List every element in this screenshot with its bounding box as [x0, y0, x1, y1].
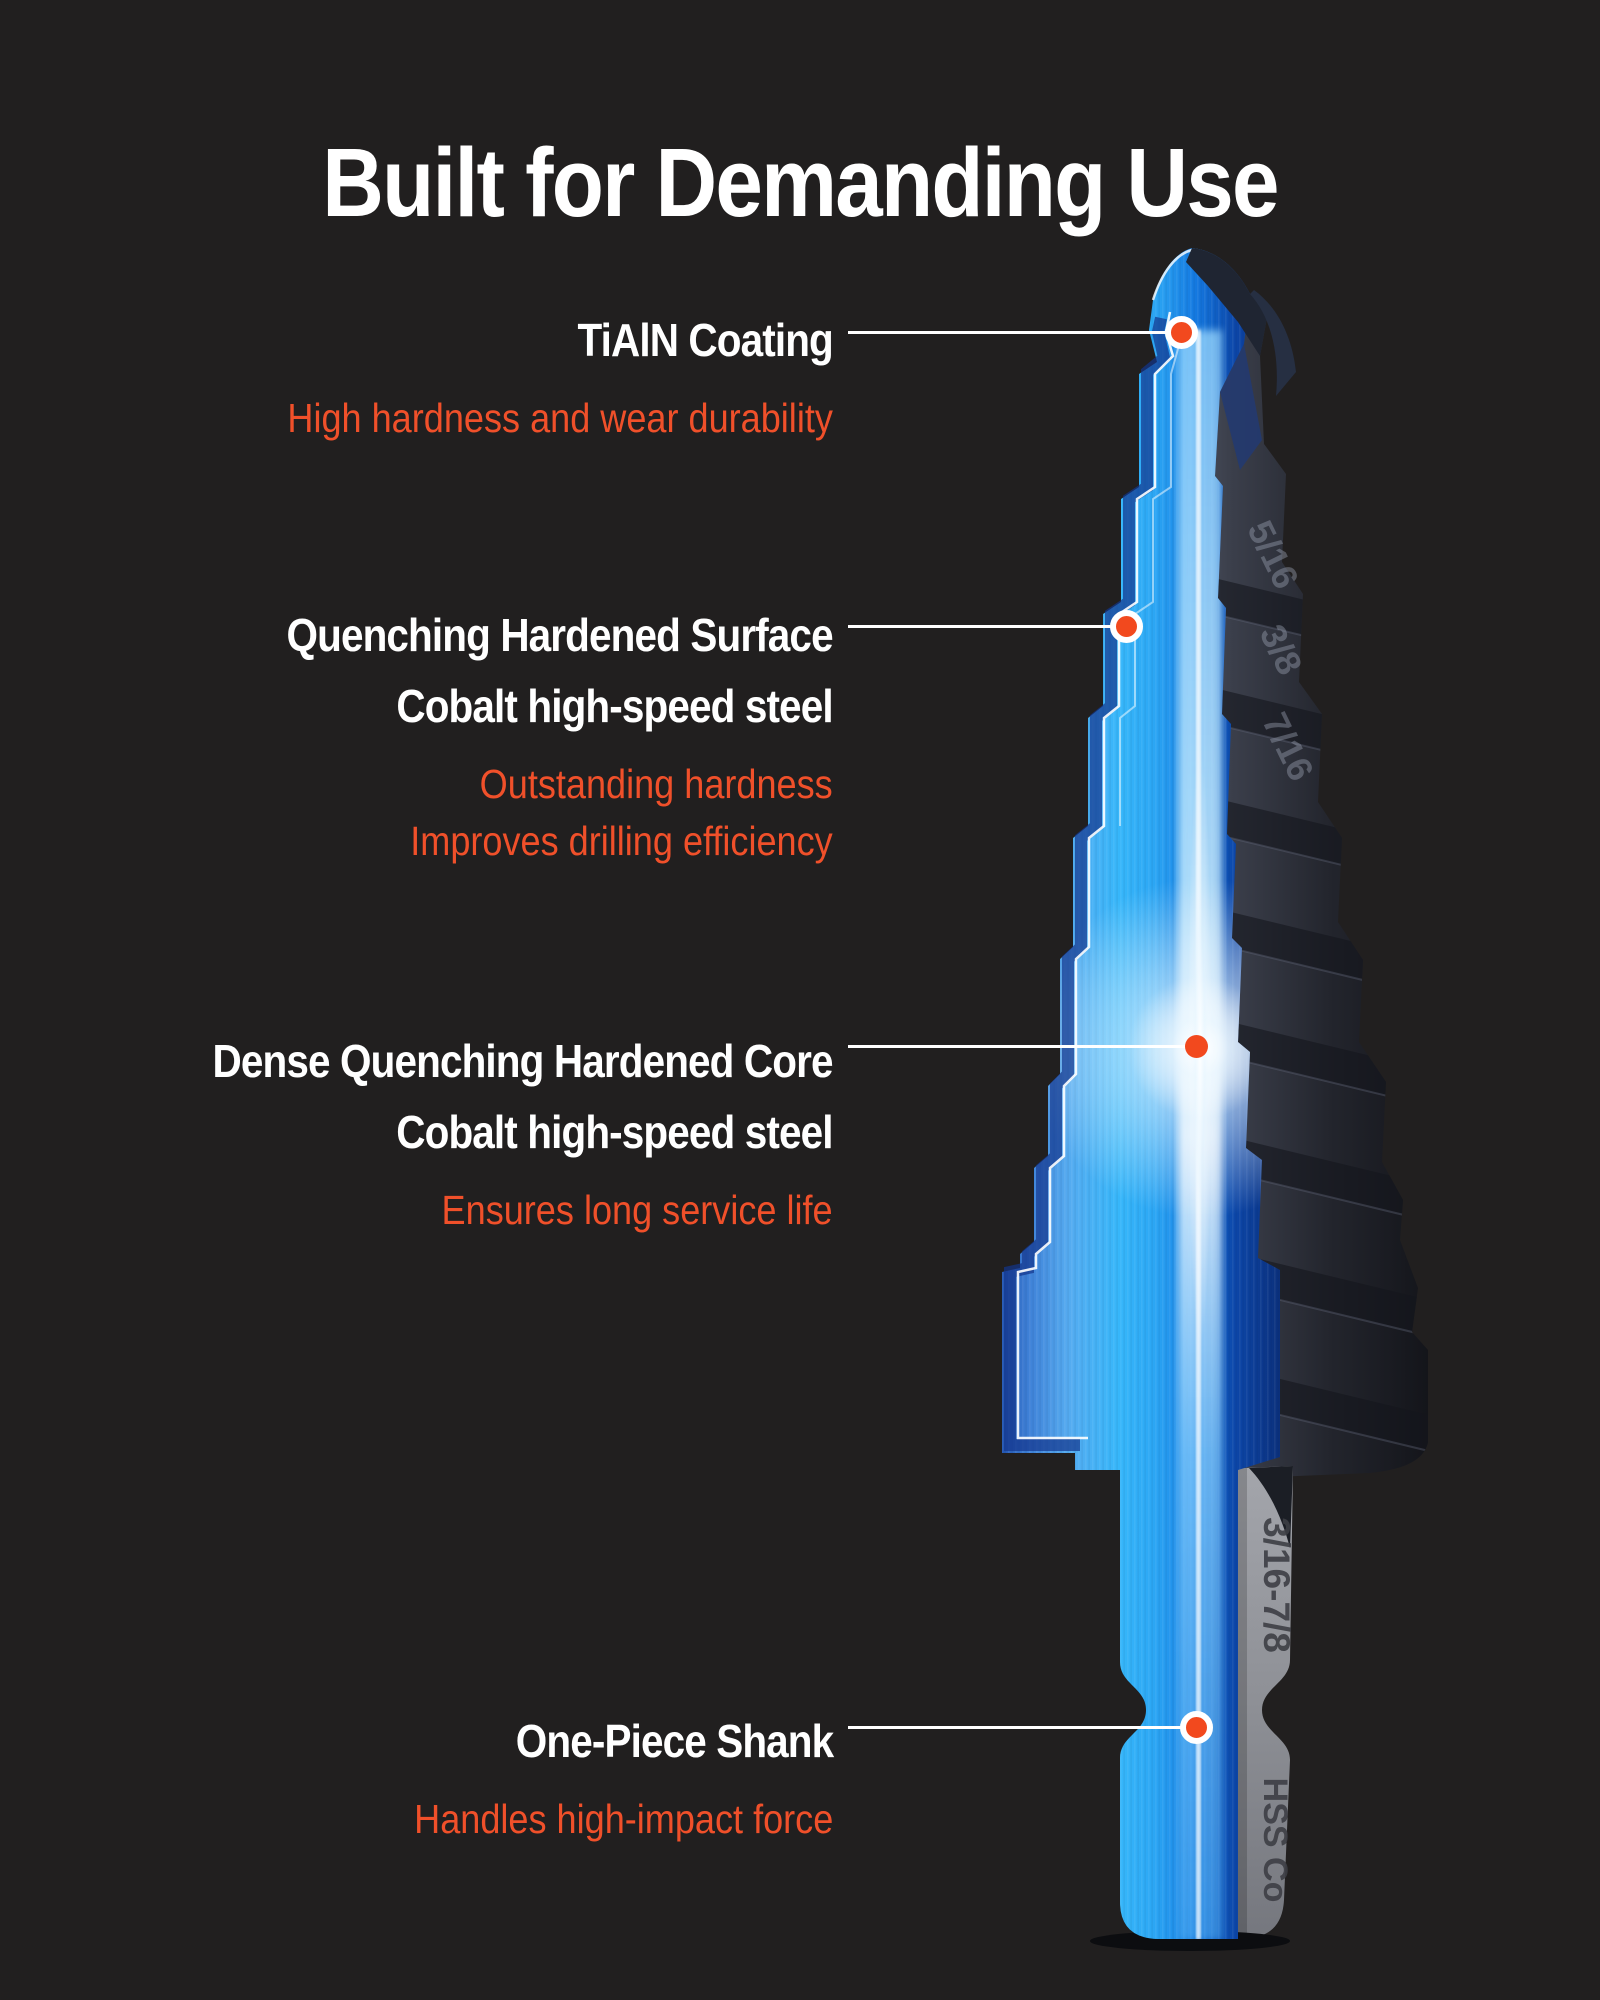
callout-quenching-hardened-surface: Quenching Hardened Surface Cobalt high-s… [286, 600, 834, 870]
callout-marker-dot [1165, 316, 1198, 349]
callout-leader-line [848, 625, 1114, 628]
callout-subtitle: High hardness and wear durability [287, 395, 833, 441]
callout-marker-dot [1185, 1035, 1208, 1058]
drill-tip [1186, 248, 1296, 470]
callout-subtitle: Improves drilling efficiency [410, 818, 833, 864]
callout-leader-line [848, 1045, 1186, 1048]
callout-leader-line [848, 1726, 1182, 1729]
drill-shank: 3/16-7/8 HSS Co [1090, 1466, 1297, 1951]
callout-title: Dense Quenching Hardened Core [212, 1035, 834, 1087]
callout-subtitle: Handles high-impact force [413, 1796, 833, 1842]
callout-title: One-Piece Shank [515, 1715, 833, 1767]
callout-title: TiAlN Coating [577, 314, 834, 366]
shank-size-marking: 3/16-7/8 [1256, 1517, 1297, 1653]
callout-title: Quenching Hardened Surface [286, 609, 834, 661]
callout-title: Cobalt high-speed steel [396, 1106, 834, 1158]
callout-marker-dot [1180, 1711, 1213, 1744]
page-title: Built for Demanding Use [322, 127, 1279, 237]
callout-subtitle: Outstanding hardness [479, 761, 833, 807]
shank-material-marking: HSS Co [1256, 1778, 1294, 1903]
callout-leader-line [848, 331, 1169, 334]
callout-tialn-coating: TiAlN Coating High hardness and wear dur… [287, 305, 833, 447]
callout-one-piece-shank: One-Piece Shank Handles high-impact forc… [413, 1706, 834, 1848]
callout-dense-quenching-hardened-core: Dense Quenching Hardened Core Cobalt hig… [212, 1026, 834, 1239]
callout-title: Cobalt high-speed steel [396, 680, 834, 732]
callout-subtitle: Ensures long service life [441, 1187, 833, 1233]
callout-marker-dot [1110, 610, 1143, 643]
